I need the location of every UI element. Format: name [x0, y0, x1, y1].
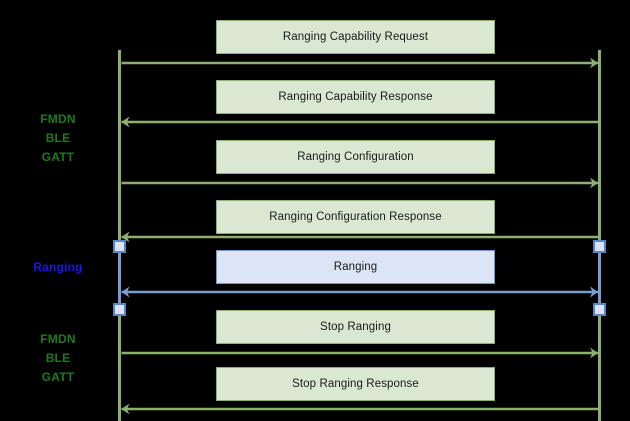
phase-label-line: BLE: [45, 131, 71, 145]
message-arrowhead-right-4: [590, 286, 598, 298]
message-label: Ranging Configuration Response: [269, 211, 442, 223]
fmdn-ble-gatt-label-bottom: FMDN BLE GATT: [10, 330, 106, 387]
message-box-3[interactable]: Ranging Configuration Response: [216, 200, 495, 234]
ranging-label: Ranging: [10, 258, 106, 277]
activation-right-end-node: [593, 303, 606, 316]
lifeline-right: [598, 50, 601, 421]
activation-left-start-node: [113, 240, 126, 253]
activation-right-bar: [598, 246, 601, 309]
message-box-1[interactable]: Ranging Capability Response: [216, 80, 495, 114]
message-label: Ranging Capability Response: [278, 91, 433, 103]
activation-left-end-node: [113, 303, 126, 316]
message-label: Stop Ranging: [320, 321, 391, 333]
phase-label-line: FMDN: [40, 332, 76, 346]
message-arrowhead-left-4: [121, 286, 130, 298]
message-box-6[interactable]: Stop Ranging Response: [216, 367, 495, 401]
lifeline-left: [118, 50, 121, 421]
message-box-5[interactable]: Stop Ranging: [216, 310, 495, 344]
message-arrowhead-right-2: [590, 177, 598, 189]
message-arrowhead-left-1: [121, 116, 130, 128]
message-label: Ranging Capability Request: [282, 31, 429, 43]
message-label: Ranging Configuration: [297, 151, 414, 163]
phase-label-line: Ranging: [33, 260, 83, 274]
message-arrowhead-left-6: [121, 403, 130, 415]
message-arrowhead-right-5: [590, 347, 598, 359]
phase-label-line: BLE: [45, 351, 71, 365]
message-box-2[interactable]: Ranging Configuration: [216, 140, 495, 174]
message-label: Stop Ranging Response: [292, 378, 419, 390]
activation-right-start-node: [593, 240, 606, 253]
activation-left-bar: [118, 246, 121, 309]
phase-label-line: GATT: [41, 370, 75, 384]
message-arrowhead-right-0: [590, 57, 598, 69]
message-box-0[interactable]: Ranging Capability Request: [216, 20, 495, 54]
phase-label-line: FMDN: [40, 112, 76, 126]
phase-label-line: GATT: [41, 150, 75, 164]
fmdn-ble-gatt-label-top: FMDN BLE GATT: [10, 110, 106, 167]
message-box-4[interactable]: Ranging: [216, 250, 495, 284]
message-label: Ranging: [333, 261, 378, 273]
